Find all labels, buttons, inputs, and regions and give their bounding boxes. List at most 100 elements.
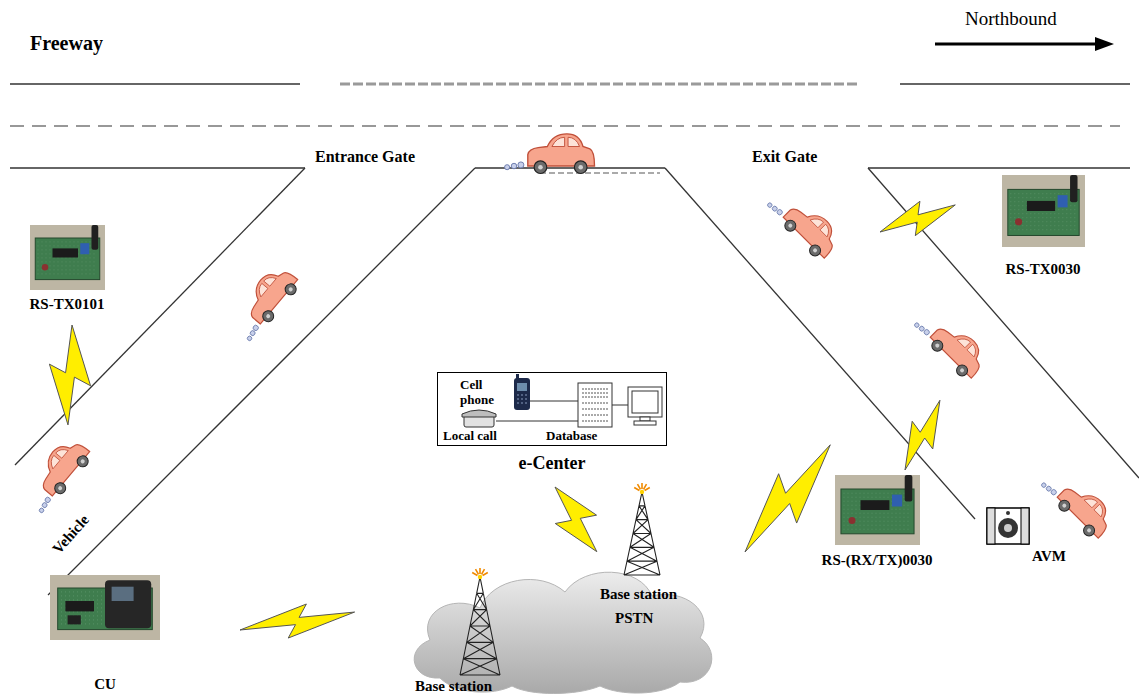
wireless-bolt xyxy=(47,324,93,426)
gate-label: Entrance Gate xyxy=(315,148,415,166)
ramp-edge xyxy=(48,168,475,595)
tower-slots xyxy=(582,389,608,421)
antenna-tip xyxy=(478,575,482,579)
antenna xyxy=(91,225,98,250)
antenna-rays xyxy=(472,568,488,576)
board-photo xyxy=(1002,175,1085,247)
phone-keys xyxy=(517,395,527,403)
speaker-cone xyxy=(998,518,1018,538)
capacitor xyxy=(1015,218,1022,225)
tower-lattice xyxy=(460,577,500,675)
monitor-screen xyxy=(632,391,658,413)
direction-arrow xyxy=(935,43,1098,46)
diagram-title: Freeway xyxy=(30,32,103,55)
board-label: CU xyxy=(50,676,160,693)
component xyxy=(80,243,89,254)
board-photo xyxy=(50,575,160,640)
ramp-edge xyxy=(15,168,305,465)
capacitor xyxy=(41,264,48,271)
capacitor xyxy=(848,517,855,524)
photo-ground xyxy=(835,475,920,545)
icon-label: Local call xyxy=(443,429,497,444)
circuit-board xyxy=(1007,189,1078,235)
car xyxy=(1038,463,1118,543)
speaker-box xyxy=(987,508,1029,544)
led-display xyxy=(68,615,81,624)
car xyxy=(764,183,844,263)
ic-chip xyxy=(1026,201,1054,211)
gsm-module xyxy=(105,580,151,628)
antenna-tip xyxy=(640,490,644,494)
tower-label: Base station xyxy=(415,678,492,695)
e-center-box: Cell phoneLocal callDatabasee-Center xyxy=(437,372,667,446)
wireless-bolt xyxy=(539,476,614,562)
cloud xyxy=(414,572,712,693)
ic-chip xyxy=(52,248,78,257)
board-holes xyxy=(843,493,911,529)
transmitter-board: RS-TX0030 xyxy=(1002,175,1085,279)
component xyxy=(1057,195,1067,207)
transmitter-board: RS-TX0101 xyxy=(26,225,108,314)
speaker-side xyxy=(1021,508,1029,544)
icon-label: Cell phone xyxy=(460,378,506,408)
ic-chip xyxy=(65,601,94,611)
antenna xyxy=(1070,175,1077,202)
database-tower xyxy=(578,383,612,427)
gate-label: Exit Gate xyxy=(752,148,817,166)
wireless-bolt xyxy=(875,190,961,246)
control-unit: CU xyxy=(50,575,160,694)
road-edge xyxy=(10,83,300,84)
component xyxy=(891,495,901,507)
road-edge xyxy=(900,83,1130,84)
telephone-handset xyxy=(462,410,496,417)
vehicle-label: Vehicle xyxy=(49,512,93,558)
board-label: RS-TX0101 xyxy=(26,296,108,313)
road-edge-dashed xyxy=(340,83,860,86)
network-label: PSTN xyxy=(615,610,653,627)
antenna-rays xyxy=(634,483,650,491)
module-screen xyxy=(112,587,134,601)
circuit-board xyxy=(840,489,913,534)
box-heading: e-Center xyxy=(438,453,666,474)
device-label: AVM xyxy=(1032,548,1066,565)
icon-label: Database xyxy=(546,429,597,444)
photo-ground xyxy=(50,575,160,640)
car xyxy=(911,303,991,383)
arrow-head xyxy=(1095,37,1114,51)
wireless-bolt xyxy=(238,597,357,645)
car xyxy=(18,434,95,516)
circuit-board xyxy=(35,238,100,280)
car xyxy=(505,134,595,174)
speaker-side xyxy=(987,508,995,544)
photo-ground xyxy=(30,225,105,290)
road-edge xyxy=(10,167,305,168)
pstn-cloud: Base stationPSTN xyxy=(400,550,722,695)
tower-label: Base station xyxy=(600,586,677,603)
wireless-bolt xyxy=(891,393,953,477)
ramp-edge xyxy=(868,168,1139,478)
board-holes xyxy=(1010,194,1076,230)
monitor-stand xyxy=(640,417,650,421)
board-photo xyxy=(835,475,920,545)
speaker-center xyxy=(1004,524,1012,532)
board-label: RS-TX0030 xyxy=(1002,261,1085,278)
cell-phone-icon xyxy=(514,378,530,410)
road-edge xyxy=(475,167,665,168)
receiver-board: RS-(RX/TX)0030 xyxy=(819,475,936,570)
direction-label: Northbound xyxy=(965,8,1057,30)
monitor xyxy=(628,387,662,417)
monitor-base xyxy=(634,421,656,425)
phone-screen xyxy=(517,383,527,391)
road-edge xyxy=(868,167,1130,168)
car xyxy=(226,262,303,344)
tower-lattice xyxy=(624,492,660,575)
ic-chip xyxy=(860,500,889,510)
wireless-bolt xyxy=(727,431,847,566)
road-edge-dashed xyxy=(540,172,660,174)
pstn-cloud-shape xyxy=(400,550,722,695)
photo-ground xyxy=(1002,175,1085,247)
board-label: RS-(RX/TX)0030 xyxy=(819,552,936,569)
lane-divider xyxy=(10,125,1120,126)
antenna xyxy=(904,475,912,502)
